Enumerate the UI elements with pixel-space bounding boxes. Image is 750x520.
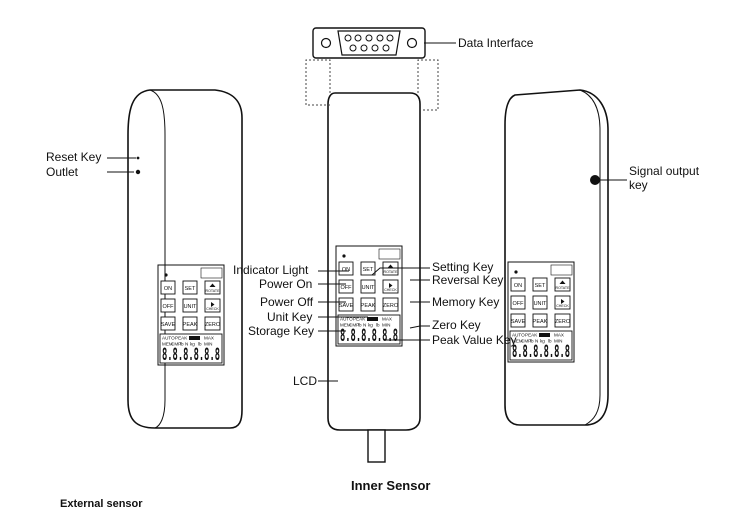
right-lcd-row2-item: MIN xyxy=(554,339,562,344)
right-lcd-row1-item: AUTO xyxy=(512,333,525,338)
right-lcd-row2-item: MEM xyxy=(512,339,523,344)
label-power-on: Power On xyxy=(259,277,313,291)
label-reversal-key: Reversal Key xyxy=(432,273,504,287)
center-lcd-row1-item: PEAK xyxy=(353,317,366,322)
center-lcd-row1-item: AUTO xyxy=(340,317,353,322)
left-lcd-row1-item: MAX xyxy=(204,336,214,341)
right-right-arrow-icon xyxy=(561,299,565,304)
data-interface-connector xyxy=(312,27,426,59)
left-key-check[interactable]: CHECK xyxy=(206,307,219,311)
left-key-set[interactable]: SET xyxy=(185,286,196,292)
caption-external-sensor: External sensor xyxy=(60,498,143,510)
left-lcd-row2-item: CMP xyxy=(171,342,181,347)
label-signal-output-key-line2: key xyxy=(629,178,648,192)
label-outlet: Outlet xyxy=(46,165,79,179)
right-key-save[interactable]: SAVE xyxy=(511,319,526,325)
center-device xyxy=(305,59,439,463)
right-lcd-row2-item: CMP xyxy=(521,339,531,344)
center-lcd-row2-item: lb xyxy=(358,323,362,328)
right-lcd-row2-item: lb xyxy=(548,339,552,344)
left-lcd-row2-item: lb xyxy=(198,342,202,347)
center-lcd-row2-item: kg xyxy=(368,323,373,328)
left-device xyxy=(127,89,243,429)
left-lcd-row2-item: kg xyxy=(190,342,195,347)
label-signal-output-key-line1: Signal output xyxy=(629,164,700,178)
left-lcd-row1-item: AUTO xyxy=(162,336,175,341)
center-key-unit[interactable]: UNIT xyxy=(362,285,375,291)
label-unit-key: Unit Key xyxy=(267,310,313,324)
left-up-arrow-icon xyxy=(209,283,216,287)
center-key-set[interactable]: SET xyxy=(363,267,374,273)
label-storage-key: Storage Key xyxy=(248,324,315,338)
center-lcd-row2-item: MIN xyxy=(382,323,390,328)
center-lcd-digits: 8.8.8.8.8.8 xyxy=(340,326,398,346)
right-key-unit[interactable]: UNIT xyxy=(534,301,547,307)
label-peak-value-key: Peak Value Key xyxy=(432,333,517,347)
center-up-arrow-icon xyxy=(387,264,394,268)
left-lcd-row2-item: lb xyxy=(180,342,184,347)
center-key-peak[interactable]: PEAK xyxy=(361,303,376,309)
right-lcd-row2-item: lb xyxy=(530,339,534,344)
label-data-interface: Data Interface xyxy=(458,36,534,50)
caption-inner-sensor: Inner Sensor xyxy=(351,478,431,493)
label-power-off: Power Off xyxy=(260,295,314,309)
right-lcd-row2-item: N xyxy=(535,339,538,344)
left-key-save[interactable]: SAVE xyxy=(161,322,176,328)
label-memory-key: Memory Key xyxy=(432,295,500,309)
center-key-off[interactable]: OFF xyxy=(341,285,353,291)
label-reset-key: Reset Key xyxy=(46,150,102,164)
right-key-set[interactable]: SET xyxy=(535,283,546,289)
center-key-save[interactable]: SAVE xyxy=(339,303,354,309)
center-lcd-row2-item: lb xyxy=(376,323,380,328)
right-lcd-row2-item: kg xyxy=(540,339,545,344)
center-key-zero[interactable]: ZERO xyxy=(383,303,399,309)
label-setting-key: Setting Key xyxy=(432,260,494,274)
leader-lines xyxy=(107,42,627,382)
right-key-off[interactable]: OFF xyxy=(513,301,525,307)
right-key-rotate[interactable]: ROTATE xyxy=(555,286,570,290)
center-key-rotate[interactable]: ROTATE xyxy=(383,270,398,274)
left-lcd-digits: 8.8.8.8.8.8 xyxy=(162,345,220,365)
left-lcd-row2-item: MIN xyxy=(204,342,212,347)
right-key-zero[interactable]: ZERO xyxy=(555,319,571,325)
left-key-peak[interactable]: PEAK xyxy=(183,322,198,328)
left-lcd-row1-item: PEAK xyxy=(175,336,188,341)
center-lcd-row2-item: MEM xyxy=(340,323,351,328)
left-key-zero[interactable]: ZERO xyxy=(205,322,221,328)
center-lcd-row2-item: N xyxy=(363,323,366,328)
label-zero-key: Zero Key xyxy=(432,318,481,332)
left-right-arrow-icon xyxy=(211,302,215,307)
right-key-on[interactable]: ON xyxy=(514,283,522,289)
left-lcd-row2-item: MEM xyxy=(162,342,173,347)
center-lcd-row2-item: CMP xyxy=(349,323,359,328)
center-lcd-row1-item: MAX xyxy=(382,317,392,322)
left-key-rotate[interactable]: ROTATE xyxy=(205,289,220,293)
right-key-check[interactable]: CHECK xyxy=(556,304,569,308)
left-key-unit[interactable]: UNIT xyxy=(184,304,197,310)
right-lcd-row1-item: MAX xyxy=(554,333,564,338)
center-key-on[interactable]: ON xyxy=(342,267,350,273)
center-right-arrow-icon xyxy=(389,283,393,288)
right-lcd-digits: 8.8.8.8.8.8 xyxy=(512,342,570,362)
label-lcd: LCD xyxy=(293,374,318,388)
left-key-on[interactable]: ON xyxy=(164,286,172,292)
label-indicator-light: Indicator Light xyxy=(233,263,309,277)
left-key-off[interactable]: OFF xyxy=(163,304,175,310)
right-key-peak[interactable]: PEAK xyxy=(533,319,548,325)
right-lcd-row1-item: PEAK xyxy=(525,333,538,338)
right-up-arrow-icon xyxy=(559,280,566,284)
center-key-check[interactable]: CHECK xyxy=(384,288,397,292)
right-device xyxy=(504,89,609,426)
left-lcd-row2-item: N xyxy=(185,342,188,347)
